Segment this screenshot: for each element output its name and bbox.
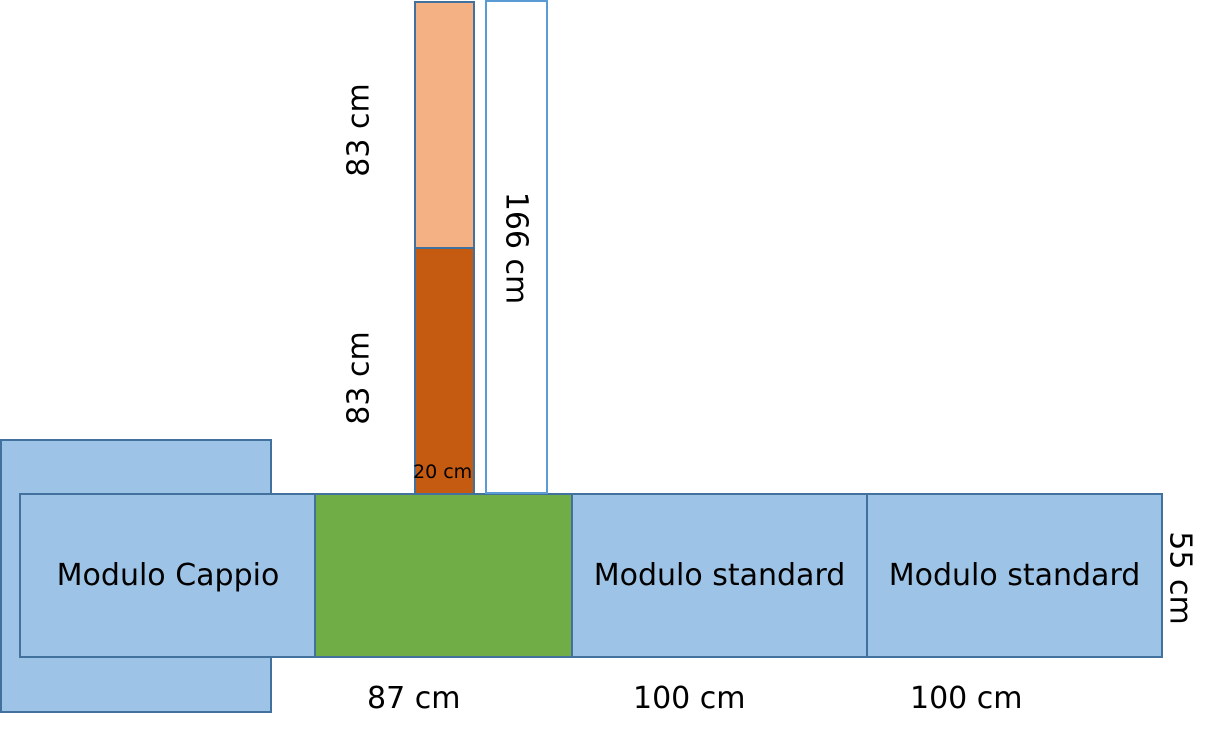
total-height-outline <box>485 0 548 494</box>
module-standard-2-label: Modulo standard <box>888 557 1141 593</box>
module-standard-1: Modulo standard <box>571 493 868 658</box>
lower-panel <box>414 247 475 495</box>
module-cappio: Modulo Cappio <box>19 493 317 658</box>
panel-width-label: 20 cm <box>413 461 473 483</box>
total-height-label: 166 cm <box>497 191 533 305</box>
standard-2-width-label: 100 cm <box>910 681 1023 716</box>
upper-height-label: 83 cm <box>342 83 377 177</box>
lower-height-label: 83 cm <box>342 331 377 425</box>
depth-label: 55 cm <box>1163 531 1198 625</box>
standard-1-width-label: 100 cm <box>633 681 746 716</box>
module-standard-2: Modulo standard <box>866 493 1163 658</box>
green-width-label: 87 cm <box>367 681 461 716</box>
module-cappio-label: Modulo Cappio <box>56 557 280 593</box>
module-green <box>314 493 573 658</box>
upper-panel <box>414 1 475 249</box>
module-standard-1-label: Modulo standard <box>593 557 846 593</box>
